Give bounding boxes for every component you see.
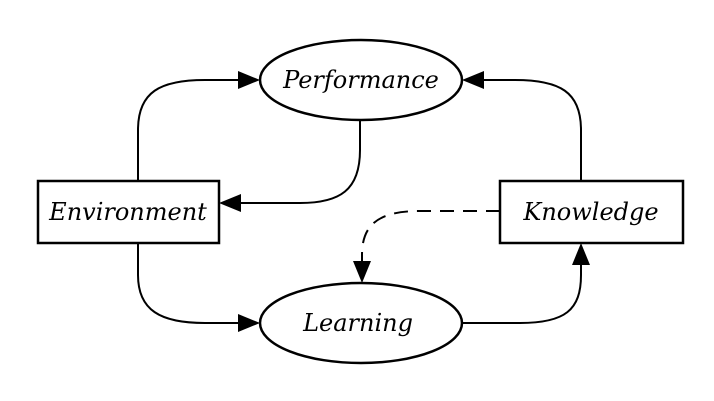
edge-knowledge-to-performance (482, 79, 582, 181)
arrowhead-learning-left (238, 314, 260, 332)
arrowhead-learning-top (353, 261, 371, 283)
knowledge-box (498, 179, 685, 245)
node-knowledge: Knowledge (498, 179, 685, 245)
node-environment: Environment (36, 179, 221, 245)
learning-ellipse (258, 281, 464, 365)
environment-label: Environment (48, 198, 207, 226)
edge-knowledge-to-learning-dashed (361, 210, 500, 262)
environment-box (36, 179, 221, 245)
arrowhead-performance-left (238, 71, 260, 89)
arrowhead-performance-right (462, 71, 484, 89)
performance-ellipse (258, 38, 464, 122)
edge-environment-to-performance (137, 79, 240, 181)
learning-label: Learning (302, 309, 413, 337)
arrowhead-environment-right (219, 194, 241, 212)
arrowhead-knowledge-bottom (572, 243, 590, 265)
node-performance: Performance (258, 38, 464, 122)
edge-performance-to-environment (240, 120, 361, 204)
performance-label: Performance (282, 66, 439, 94)
node-learning: Learning (258, 281, 464, 365)
knowledge-label: Knowledge (522, 198, 658, 226)
edge-learning-to-knowledge (463, 264, 582, 324)
edge-environment-to-learning (137, 243, 240, 324)
